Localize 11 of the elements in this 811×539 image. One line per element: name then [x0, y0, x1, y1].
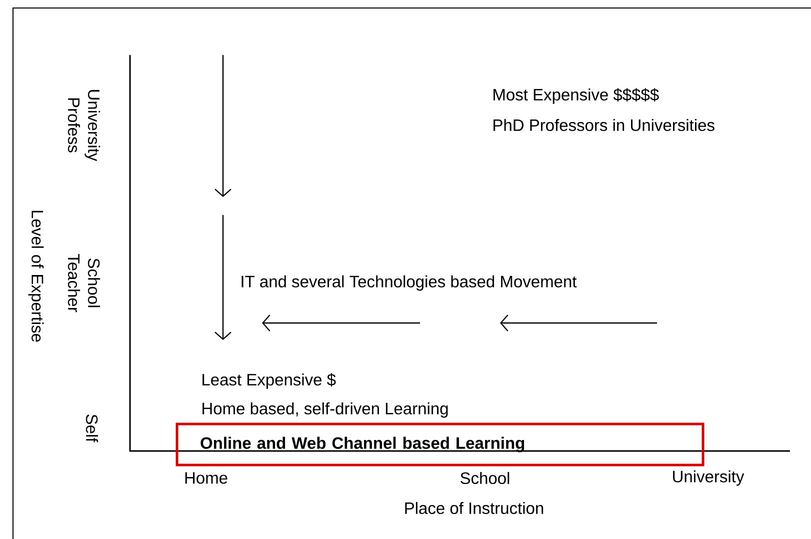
annotation-text: Least Expensive $: [202, 373, 336, 389]
axis-tick-label: University: [673, 470, 744, 486]
axis-tick-label: Self: [86, 414, 98, 442]
annotation-text: IT and several Technologies based Movement: [242, 275, 577, 291]
axis-tick-label: School Teacher: [68, 254, 100, 312]
highlight-box: Online and Web Channel based Learning: [176, 422, 704, 466]
axis-title: Place of Instruction: [405, 502, 544, 514]
axis-title: Level of Expertise: [28, 210, 44, 342]
annotation-text: Most Expensive $$$$$: [494, 88, 659, 104]
axis-tick-label: University Profess: [68, 90, 100, 162]
annotation-text: PhD Professors in Universities: [494, 118, 714, 132]
